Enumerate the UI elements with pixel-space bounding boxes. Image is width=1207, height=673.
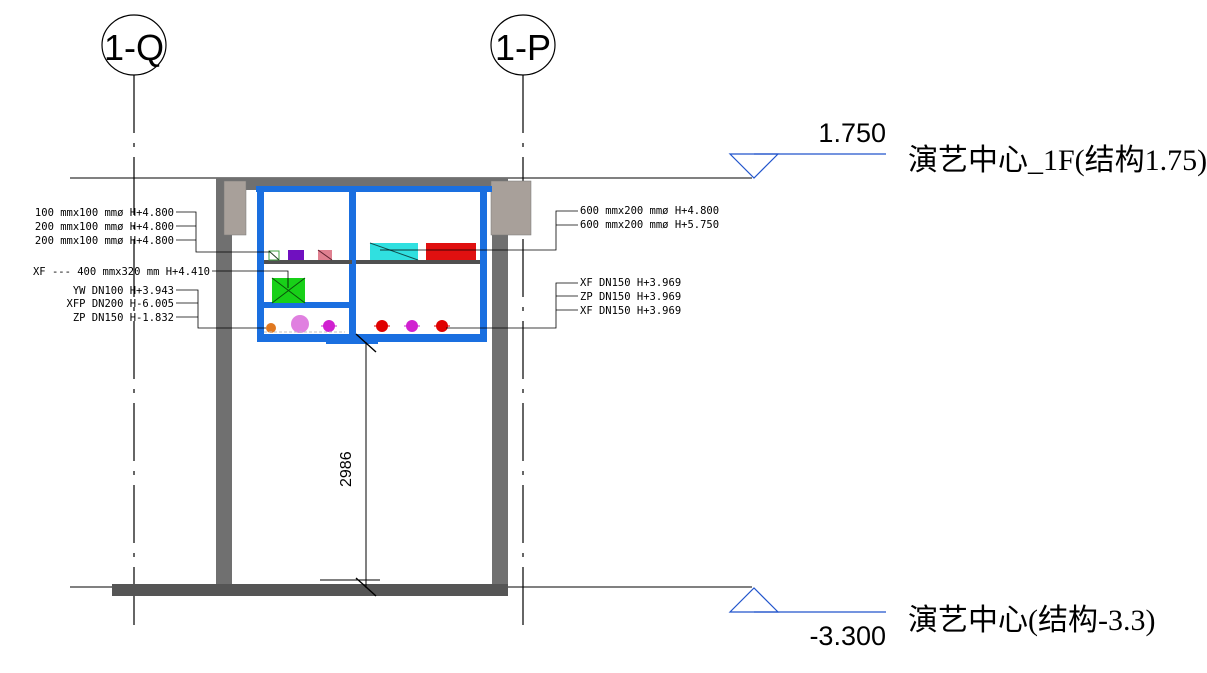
dimension-tick-top <box>355 333 377 353</box>
tag-right-pipe-2: ZP DN150 H+3.969 <box>580 291 681 303</box>
tag-right-pipe-1: XF DN150 H+3.969 <box>580 277 681 289</box>
tag-right-2: 600 mmx200 mmø H+5.750 <box>580 219 719 231</box>
wall-left <box>216 178 232 588</box>
small-duct-1 <box>268 250 280 261</box>
pipe-pink-large <box>291 315 309 333</box>
shelf-left <box>264 260 352 264</box>
level-elevation-lower: -3.300 <box>809 621 886 651</box>
frame-inner-beam <box>264 302 352 308</box>
wall-right <box>492 178 508 596</box>
tag-left-pipe-1: YW DN100 H+3.943 <box>73 285 174 297</box>
level-triangle-lower <box>728 587 780 613</box>
dimension: 2986 <box>320 333 380 597</box>
tag-right-pipe-3: XF DN150 H+3.969 <box>580 305 681 317</box>
left-leaders <box>176 211 289 329</box>
dimension-tick-bottom <box>355 577 377 597</box>
right-leaders <box>380 210 578 329</box>
structure <box>112 178 532 596</box>
tag-left-pipe-2: XFP DN200 H-6.005 <box>67 298 174 310</box>
level-marker-lower: -3.300 演艺中心(结构-3.3) <box>728 587 1155 651</box>
left-tags: 100 mmx100 mmø H+4.800 200 mmx100 mmø H+… <box>33 207 210 324</box>
grid-axis-1q: 1-Q <box>101 14 167 632</box>
pipe-orange <box>266 323 276 333</box>
grid-axis-1p: 1-P <box>490 14 556 632</box>
level-name-upper: 演艺中心_1F(结构1.75) <box>908 144 1207 177</box>
equipment <box>264 242 476 333</box>
level-marker-upper: 1.750 演艺中心_1F(结构1.75) <box>728 118 1207 179</box>
dimension-text: 2986 <box>338 451 355 487</box>
shelf-right <box>356 260 480 264</box>
axis-label-1q: 1-Q <box>104 27 164 68</box>
slab-bottom <box>112 584 508 596</box>
level-elevation-upper: 1.750 <box>818 118 886 148</box>
tag-left-2: 200 mmx100 mmø H+4.800 <box>35 221 174 233</box>
tag-left-pipe-3: ZP DN150 H-1.832 <box>73 312 174 324</box>
right-tags: 600 mmx200 mmø H+4.800 600 mmx200 mmø H+… <box>580 205 719 317</box>
tag-left-duct: XF --- 400 mmx320 mm H+4.410 <box>33 266 210 278</box>
column-right <box>490 180 532 236</box>
tag-right-1: 600 mmx200 mmø H+4.800 <box>580 205 719 217</box>
support-frame <box>256 186 492 344</box>
column-left <box>223 180 247 236</box>
small-duct-purple <box>288 250 304 260</box>
axis-label-1p: 1-P <box>495 27 551 68</box>
level-triangle-upper <box>728 153 780 179</box>
tag-left-3: 200 mmx100 mmø H+4.800 <box>35 235 174 247</box>
tray-red <box>426 243 476 260</box>
frame-top-beam <box>256 186 492 192</box>
tag-left-1: 100 mmx100 mmø H+4.800 <box>35 207 174 219</box>
level-name-lower: 演艺中心(结构-3.3) <box>908 604 1155 637</box>
frame-right-post <box>480 190 487 342</box>
frame-mid-post <box>349 190 356 340</box>
frame-notch <box>326 338 378 344</box>
frame-left-post <box>257 190 264 342</box>
